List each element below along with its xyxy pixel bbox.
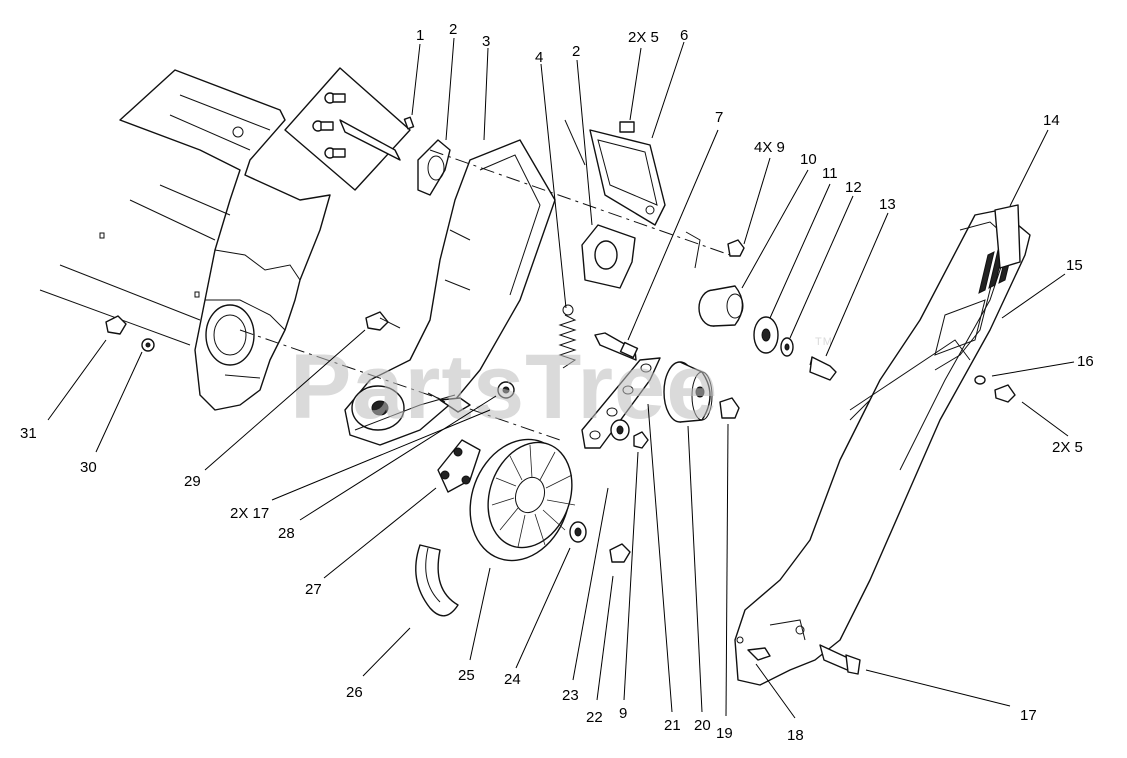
callout-20: 20 [694,717,711,734]
washer-12 [780,337,794,357]
callout-4: 4 [535,49,543,66]
auger-housing [39,69,331,411]
bracket-plate [564,119,666,226]
callout-28: 28 [278,525,295,542]
washer-24 [569,521,587,543]
bolt-13 [809,356,837,381]
callout-31: 31 [20,425,37,442]
svg-text:PartsTree: PartsTree [290,336,718,438]
callout-30: 30 [80,459,97,476]
callout-23: 23 [562,687,579,704]
callout-15: 15 [1066,257,1083,274]
spacer-bushing [698,285,744,327]
washer-23 [610,419,630,441]
callout-19: 19 [716,725,733,742]
spring [558,304,577,369]
callout-25: 25 [458,667,475,684]
callout-13: 13 [879,196,896,213]
leader-lines [47,37,1075,719]
nut-9-top [727,239,745,257]
watermark-logo: PartsTree TM [290,336,833,438]
belt-cover [734,209,1031,686]
callout-4x9: 4X 9 [754,139,785,156]
callout-2x5-cover: 2X 5 [1052,439,1083,456]
coupler-27 [437,439,481,493]
nut-31 [105,315,127,335]
bolt-17-plate [427,392,471,413]
washer-11 [753,316,779,354]
screw-18 [747,647,771,661]
washer-28 [497,381,515,399]
callout-14: 14 [1043,112,1060,129]
washer-30 [141,338,155,352]
idler-arm [581,357,661,449]
callout-22: 22 [586,709,603,726]
shaft-inset [284,67,415,191]
callout-7: 7 [715,109,723,126]
centerline-lower [239,329,561,441]
reference-notch [685,231,701,269]
callout-21: 21 [664,717,681,734]
callout-18: 18 [787,727,804,744]
callout-2x5-top: 2X 5 [628,29,659,46]
gasket-left [417,139,451,196]
callout-12: 12 [845,179,862,196]
callout-10: 10 [800,151,817,168]
callout-27: 27 [305,581,322,598]
belt [415,544,459,617]
decal [994,204,1021,269]
callout-2x17: 2X 17 [230,505,269,522]
callout-16: 16 [1077,353,1094,370]
callout-24: 24 [504,671,521,688]
callout-11: 11 [822,165,838,182]
callout-1: 1 [416,27,424,44]
callout-2-right: 2 [572,43,580,60]
callout-17: 17 [1020,707,1037,724]
shoulder-bolt [594,332,639,361]
gasket-right [581,224,636,289]
screw-5-cover [994,384,1016,403]
callout-6: 6 [680,27,688,44]
svg-text:TM: TM [815,336,833,348]
callout-2-left: 2 [449,21,457,38]
callout-labels: 1 2 3 4 2 2X 5 6 7 4X 9 10 11 12 13 14 1… [20,21,1094,744]
bolt-17-cover [819,644,861,675]
nut-9-lower [633,431,649,449]
callout-29: 29 [184,473,201,490]
centerline-upper [429,149,731,256]
nut-22 [609,543,631,563]
side-plate [344,139,556,446]
bolt-29 [365,311,401,331]
idler-pulley [663,361,713,423]
drive-pulley [469,438,576,562]
callout-9: 9 [619,705,627,722]
washer-16 [974,375,986,385]
nut-19 [719,397,740,419]
callout-3: 3 [482,33,490,50]
callout-26: 26 [346,684,363,701]
